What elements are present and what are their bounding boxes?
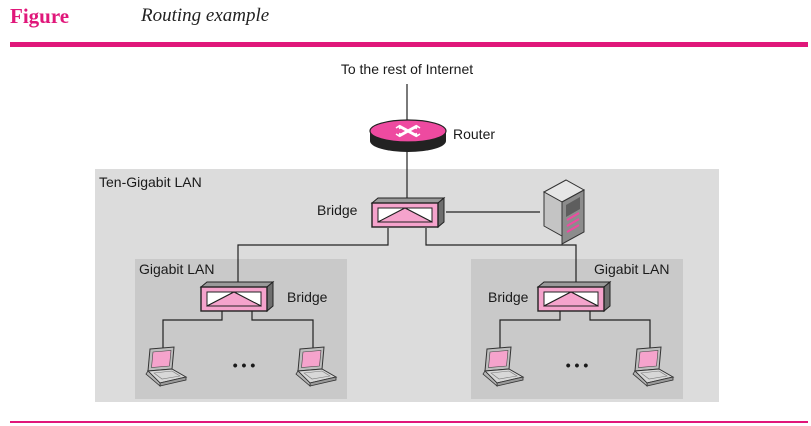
- router-label: Router: [453, 126, 495, 142]
- left-bridge-icon: [200, 281, 274, 312]
- left-bridge-label: Bridge: [287, 289, 328, 305]
- right-bridge-icon: [537, 281, 611, 312]
- router-icon: [369, 119, 447, 152]
- internet-label: To the rest of Internet: [341, 61, 473, 77]
- header-rule: [10, 42, 808, 47]
- footer-rule: [10, 421, 808, 423]
- network-links: [162, 84, 651, 348]
- top-bridge-icon: [371, 197, 445, 228]
- right-bridge-label: Bridge: [488, 289, 529, 305]
- server-icon: [542, 179, 586, 245]
- left-gigabit-lan-label: Gigabit LAN: [139, 261, 214, 277]
- right-gigabit-lan-label: Gigabit LAN: [594, 261, 669, 277]
- figure-title: Routing example: [141, 5, 270, 26]
- left-ellipsis: • • •: [233, 357, 256, 373]
- figure-label: Figure: [10, 4, 70, 28]
- top-bridge-label: Bridge: [317, 202, 358, 218]
- right-ellipsis: • • •: [566, 357, 589, 373]
- ten-gigabit-lan-label: Ten-Gigabit LAN: [99, 174, 202, 190]
